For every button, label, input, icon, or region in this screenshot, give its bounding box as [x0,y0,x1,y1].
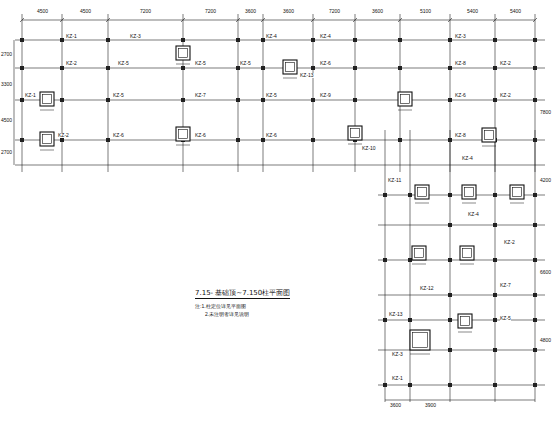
column-tag: KZ-3 [455,34,466,39]
dimension: 3600 [245,9,256,14]
column-markers [20,38,537,387]
column-tag: KZ-6 [320,61,331,66]
column-tag: KZ-6 [195,133,206,138]
column-tag: KZ-5 [500,316,511,321]
column-tag: KZ-4 [468,212,479,217]
dimension: 5400 [510,9,521,14]
column-tag: KZ-6 [455,93,466,98]
column-tag: KZ-6 [266,133,277,138]
column-tag: KZ-3 [392,352,403,357]
dimension: 4200 [540,178,551,183]
column-tag: KZ-5 [266,93,277,98]
dimension: 7200 [329,9,340,14]
column-tag: KZ-2 [500,61,511,66]
dimension: 3300 [1,82,12,87]
dimension: 3600 [283,9,294,14]
column-tag: KZ-2 [58,133,69,138]
column-sections [40,46,524,354]
column-tag: KZ-12 [420,286,434,291]
column-tag: KZ-10 [362,146,376,151]
column-tag: KZ-4 [462,156,473,161]
column-tag: KZ-3 [130,34,141,39]
dimension: 3600 [390,403,401,408]
column-tag: KZ-1 [25,93,36,98]
dimension: 2700 [1,150,12,155]
column-tag: KZ-4 [320,34,331,39]
column-tag: KZ-8 [455,61,466,66]
column-tag: KZ-2 [66,61,77,66]
column-tag: KZ-6 [113,133,124,138]
column-tag: KZ-5 [240,61,251,66]
dimension: 6600 [540,270,551,275]
dimension: 5100 [420,9,431,14]
dimension: 4800 [540,338,551,343]
note: 注:1.柱定位详见平面图 [195,304,246,309]
column-tag: KZ-2 [504,240,515,245]
dimension: 7200 [140,9,151,14]
dimension: 3600 [372,9,383,14]
column-tag: KZ-2 [500,93,511,98]
column-tag: KZ-11 [388,178,401,183]
column-tag: KZ-5 [195,61,206,66]
column-tag: KZ-13 [389,312,403,317]
dimension: 4500 [80,9,91,14]
dimension: 7800 [540,110,551,115]
column-tag: KZ-13 [300,73,314,78]
drawing-title: 7.15- 基础顶~7.150柱平面图 [195,290,290,299]
column-tag: KZ-7 [195,93,206,98]
column-tag: KZ-1 [392,376,403,381]
column-tag: KZ-1 [66,34,77,39]
dimension: 5400 [467,9,478,14]
dimension: 2700 [1,52,12,57]
dimension: 7200 [205,9,216,14]
dimension: 3900 [425,403,436,408]
column-tag: KZ-8 [455,133,466,138]
grid-lines [14,14,545,402]
column-tag: KZ-4 [266,34,277,39]
column-tag: KZ-7 [500,283,511,288]
column-tag: KZ-5 [113,93,124,98]
column-tag: KZ-5 [118,61,129,66]
dimension: 4500 [37,9,48,14]
column-tag: KZ-9 [320,93,331,98]
note: 2.未注明者详见说明 [205,312,249,317]
dimension: 4500 [1,118,12,123]
